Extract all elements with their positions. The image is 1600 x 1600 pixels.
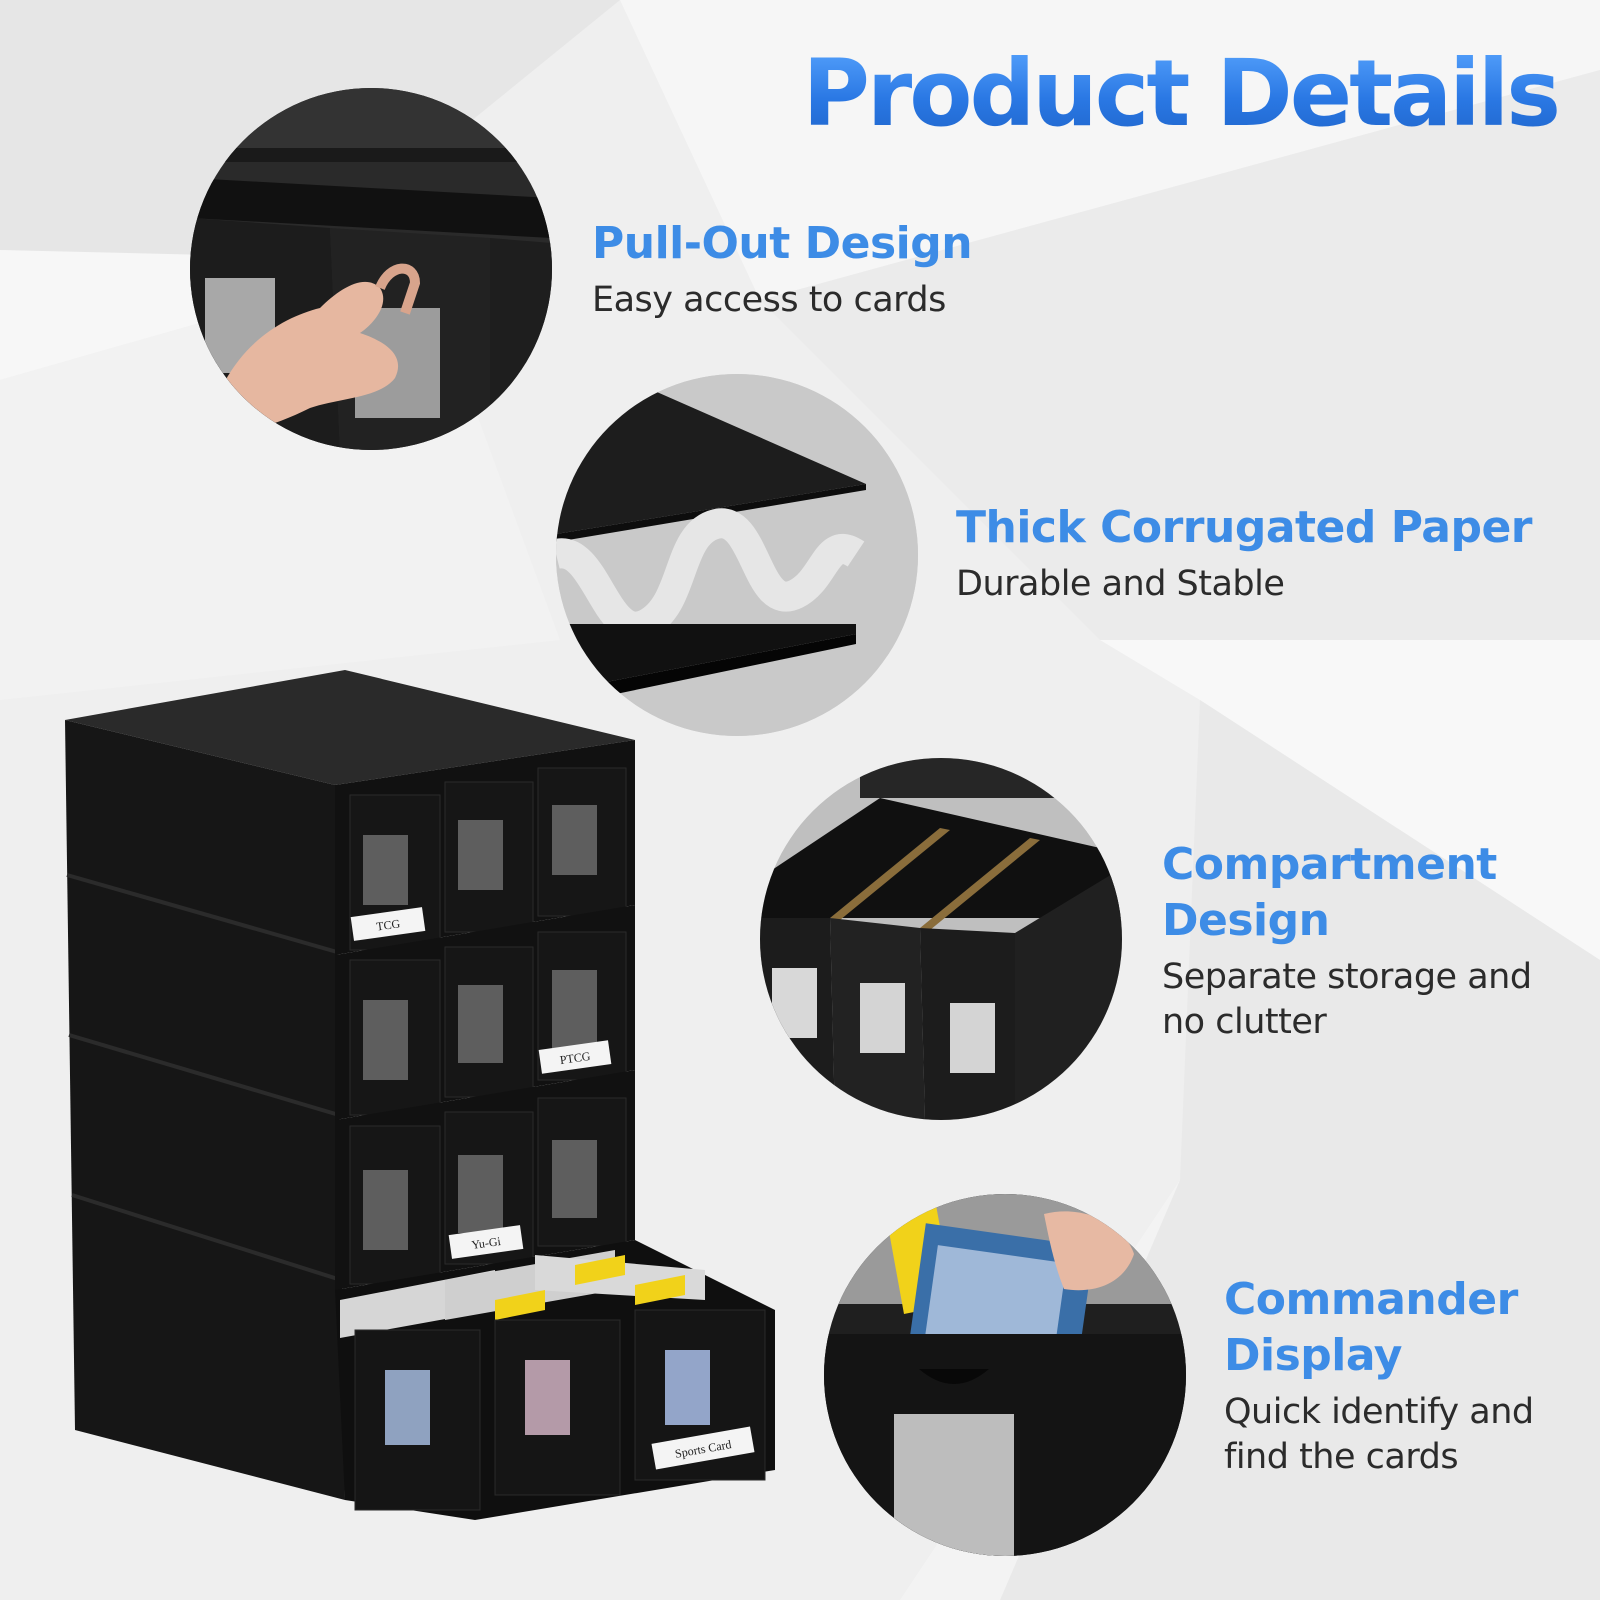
page-title: Product Details (802, 40, 1561, 147)
feature-corrugated-title: Thick Corrugated Paper (956, 500, 1576, 556)
title-line: Commander (1224, 1274, 1518, 1325)
drawer-row-3: Yu-Gi (335, 1070, 635, 1290)
title-line: Display (1224, 1330, 1402, 1381)
card-display-window-icon (824, 1194, 1186, 1556)
feature-pull-out-title: Pull-Out Design (592, 216, 1012, 272)
feature-corrugated: Thick Corrugated Paper Durable and Stabl… (956, 500, 1576, 607)
feature-pull-out-description: Easy access to cards (592, 278, 1012, 323)
title-line: Thick Corrugated Paper (956, 502, 1533, 553)
feature-corrugated-description: Durable and Stable (956, 562, 1576, 607)
storage-box-tower-icon: TCG PTCG Yu-Gi (65, 670, 775, 1520)
drawer-label: PTCG (559, 1049, 592, 1067)
feature-commander-description: Quick identify and find the cards (1224, 1390, 1594, 1480)
compartment-design-image (760, 758, 1122, 1120)
description-line: Easy access to cards (592, 280, 946, 320)
description-line: no clutter (1162, 1002, 1327, 1042)
pull-out-design-image (190, 88, 552, 450)
divided-compartments-icon (760, 758, 1122, 1120)
feature-compartment-title: Compartment Design (1162, 837, 1582, 949)
title-line: Pull-Out Design (592, 218, 973, 269)
drawer-label: Yu-Gi (471, 1234, 503, 1252)
title-line: Design (1162, 895, 1330, 946)
product-tower-image: TCG PTCG Yu-Gi (55, 670, 815, 1520)
drawer-row-2: PTCG (335, 905, 635, 1120)
drawer-row-1: TCG (335, 740, 635, 955)
feature-compartment-description: Separate storage and no clutter (1162, 955, 1582, 1045)
description-line: Separate storage and (1162, 957, 1532, 997)
hand-pulling-drawer-icon (190, 88, 552, 450)
description-line: Quick identify and (1224, 1392, 1534, 1432)
corrugated-paper-image (556, 374, 918, 736)
tower-top (65, 670, 635, 785)
commander-display-image (824, 1194, 1186, 1556)
description-line: find the cards (1224, 1437, 1459, 1477)
drawer-row-4-open: Sports Card (335, 1240, 775, 1520)
feature-compartment: Compartment Design Separate storage and … (1162, 837, 1582, 1045)
description-line: Durable and Stable (956, 564, 1285, 604)
tower-side (65, 720, 345, 1500)
title-line: Compartment (1162, 839, 1497, 890)
corrugated-layers-icon (556, 374, 918, 736)
feature-commander-title: Commander Display (1224, 1272, 1594, 1384)
feature-pull-out: Pull-Out Design Easy access to cards (592, 216, 1012, 323)
feature-commander: Commander Display Quick identify and fin… (1224, 1272, 1594, 1480)
drawer-label: TCG (375, 916, 401, 933)
